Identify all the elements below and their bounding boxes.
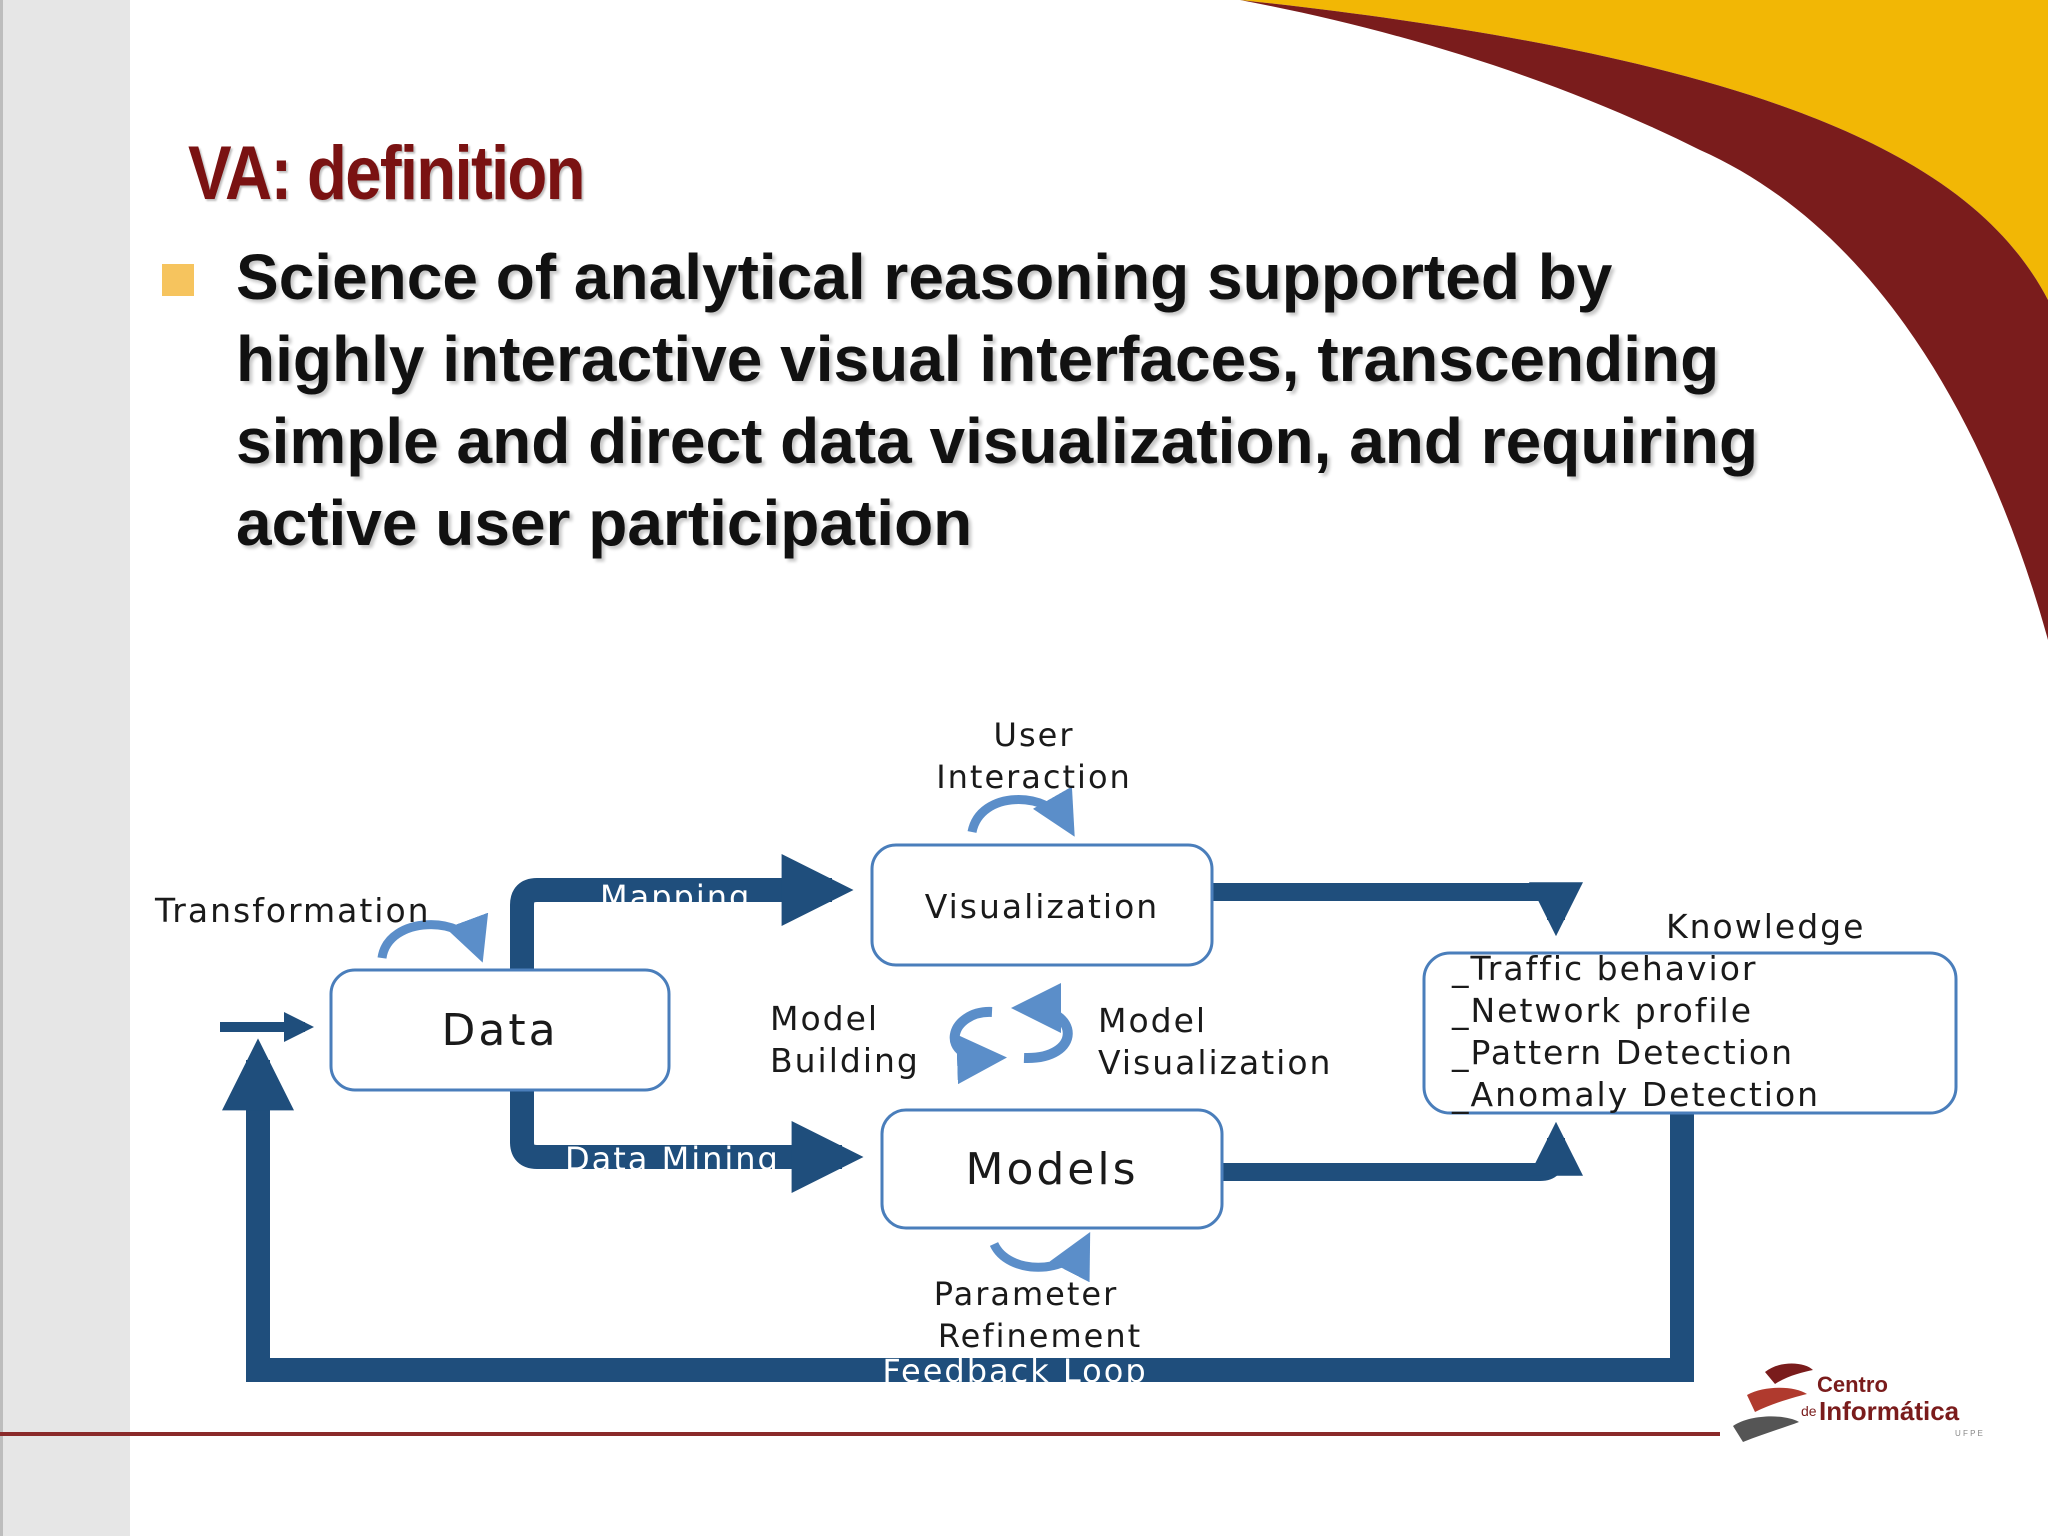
feedback-loop-label: Feedback Loop — [882, 1352, 1147, 1390]
gold-swoosh — [1240, 0, 2048, 300]
visualization-box — [870, 843, 1214, 967]
models-label: Models — [965, 1144, 1138, 1195]
knowledge-label: Knowledge — [1666, 907, 1865, 946]
bullet-marker — [162, 264, 194, 296]
mapping-label: Mapping — [600, 878, 751, 916]
logo-mark-top — [1765, 1363, 1813, 1384]
parameter-refinement-label-2: Refinement — [938, 1317, 1142, 1355]
centro-de-informatica-logo: Centro de Informática U F P E — [1733, 1363, 1983, 1442]
feedback-loop-arrow — [222, 1038, 1694, 1382]
models-to-knowledge-arrow — [1222, 1121, 1583, 1181]
parameter-refinement-cycle-arrow — [989, 1232, 1091, 1283]
logo-subline: U F P E — [1955, 1429, 1983, 1438]
logo-line1: Centro — [1817, 1372, 1888, 1397]
knowledge-item-3: _Pattern Detection — [1451, 1033, 1794, 1072]
visualization-to-knowledge-arrow — [1212, 882, 1583, 937]
user-interaction-label-1: User — [994, 716, 1075, 754]
user-interaction-label-2: Interaction — [936, 758, 1132, 796]
bottom-rule — [0, 1432, 1720, 1436]
data-mining-arrow — [510, 1090, 864, 1193]
knowledge-item-4: _Anomaly Detection — [1451, 1075, 1820, 1114]
model-building-cycle-arrow — [949, 1006, 1007, 1085]
parameter-refinement-label-1: Parameter — [934, 1275, 1118, 1313]
model-building-label-1: Model — [770, 999, 879, 1038]
transformation-label: Transformation — [154, 891, 431, 930]
logo-mark-bottom — [1733, 1416, 1799, 1442]
knowledge-item-2: _Network profile — [1451, 991, 1753, 1030]
bullet-text: Science of analytical reasoning supporte… — [236, 241, 1759, 559]
logo-prefix: de — [1801, 1403, 1817, 1419]
mapping-arrow — [510, 854, 854, 972]
model-visualization-cycle-arrow — [1011, 983, 1073, 1064]
visualization-label: Visualization — [925, 887, 1159, 926]
left-margin-bar — [0, 0, 130, 1536]
data-mining-label: Data Mining — [565, 1140, 780, 1178]
data-label: Data — [441, 1005, 558, 1056]
knowledge-box — [1422, 951, 1958, 1115]
models-box — [880, 1108, 1224, 1230]
logo-line2: Informática — [1819, 1396, 1960, 1426]
model-visualization-label-1: Model — [1098, 1001, 1207, 1040]
transformation-cycle-arrow — [377, 912, 489, 963]
model-building-label-2: Building — [770, 1041, 920, 1080]
user-interaction-cycle-arrow — [967, 786, 1075, 837]
logo-mark-middle — [1747, 1387, 1807, 1412]
knowledge-item-1: _Traffic behavior — [1451, 949, 1757, 988]
maroon-swoosh — [1240, 0, 2048, 640]
data-box — [329, 968, 671, 1092]
model-visualization-label-2: Visualization — [1098, 1043, 1332, 1082]
slide-title: VA: definition — [188, 131, 586, 216]
